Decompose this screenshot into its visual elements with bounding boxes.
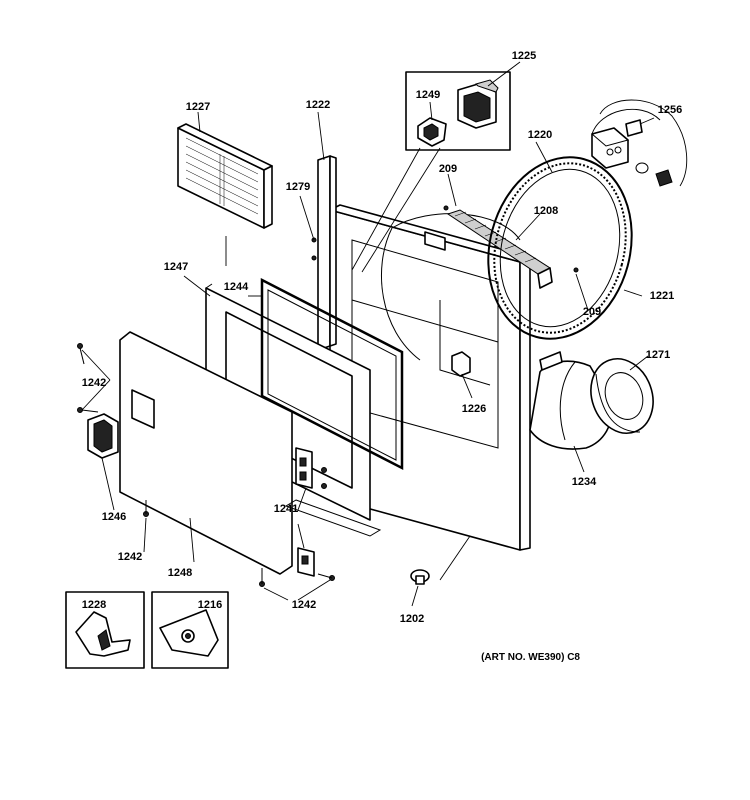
switch-1226 <box>451 351 471 377</box>
lint-screen-1208 <box>446 209 553 289</box>
door-switch-inset <box>351 71 511 273</box>
label-1208: 1208 <box>534 205 558 217</box>
leader-lines <box>81 61 655 607</box>
label-1247: 1247 <box>164 261 188 273</box>
label-1220: 1220 <box>528 129 552 141</box>
blower-ring-1271 <box>590 358 654 434</box>
label-1242-bottom-left: 1242 <box>118 551 142 563</box>
label-1249: 1249 <box>416 89 440 101</box>
label-1226: 1226 <box>462 403 486 415</box>
detail-box-1228 <box>65 591 145 669</box>
label-1234: 1234 <box>572 476 597 488</box>
label-1222: 1222 <box>306 99 330 111</box>
label-1241: 1241 <box>274 503 298 515</box>
label-1202: 1202 <box>400 613 424 625</box>
label-1216: 1216 <box>198 599 222 611</box>
hinges-1241 <box>284 447 382 577</box>
label-1225: 1225 <box>512 50 536 62</box>
label-1256: 1256 <box>658 104 682 116</box>
label-209-top: 209 <box>439 163 457 175</box>
label-1248: 1248 <box>168 567 192 579</box>
gasket-1244 <box>260 277 404 471</box>
detail-box-1216 <box>151 591 229 669</box>
outer-door-1248 <box>119 331 293 575</box>
label-209-right: 209 <box>583 306 601 318</box>
handle-1246 <box>87 413 119 459</box>
label-1242-left: 1242 <box>82 377 106 389</box>
label-1271: 1271 <box>646 349 670 361</box>
label-1244: 1244 <box>224 281 249 293</box>
label-1242-bottom-right: 1242 <box>292 599 316 611</box>
foot-1202 <box>410 569 430 585</box>
drum-seal-ring <box>487 156 633 340</box>
label-1246: 1246 <box>102 511 126 523</box>
screws-1242 <box>77 205 579 587</box>
label-1221: 1221 <box>650 290 674 302</box>
part-labels: 1227 1222 1225 1249 1256 1220 209 1279 1… <box>82 50 682 663</box>
art-number-caption: (ART NO. WE390) C8 <box>481 652 580 663</box>
bracket-1222 <box>311 155 337 351</box>
grille-1227 <box>177 123 273 229</box>
light-socket-1256 <box>590 99 688 187</box>
label-1227: 1227 <box>186 101 210 113</box>
label-1228: 1228 <box>82 599 106 611</box>
label-1279: 1279 <box>286 181 310 193</box>
